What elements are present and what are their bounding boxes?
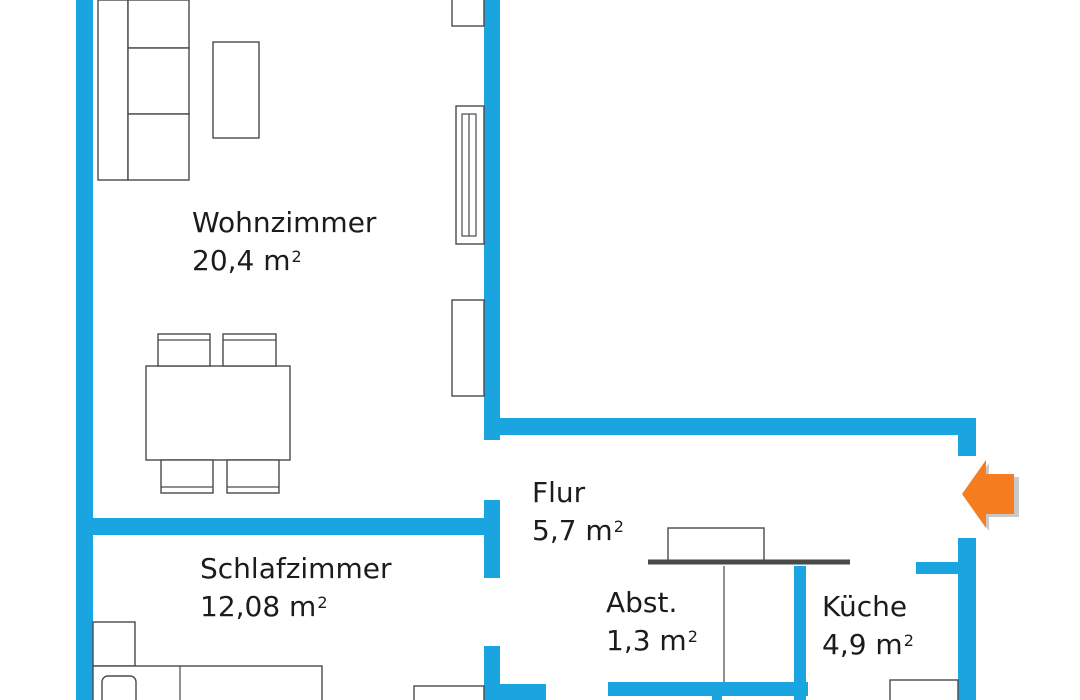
sofa-back <box>97 0 129 181</box>
room-name-schlafzimmer: Schlafzimmer <box>200 552 392 585</box>
wall-corridor-right-upper <box>958 418 976 456</box>
wall-bedroom-right-hook <box>484 684 546 700</box>
room-name-abstellraum: Abst. <box>606 586 678 619</box>
walls <box>76 0 976 700</box>
chair-top-right <box>222 333 277 367</box>
chair-bottom-left <box>160 459 214 494</box>
sofa-seat-1 <box>127 0 190 49</box>
furniture <box>92 0 959 700</box>
bedroom-pillow <box>101 675 137 700</box>
room-label-schlafzimmer: Schlafzimmer 12,08 m2 <box>200 550 391 626</box>
chair-bottom-right <box>226 459 280 494</box>
wall-storage-bottom <box>608 682 808 696</box>
entry-arrow-icon <box>962 460 1019 531</box>
wall-corridor-top <box>484 418 976 435</box>
room-area-exp-wohnzimmer: 2 <box>291 247 302 266</box>
wall-storage-right <box>794 566 806 700</box>
room-area-exp-flur: 2 <box>613 517 624 536</box>
room-area-value-abstellraum: 1,3 m <box>606 624 687 657</box>
room-area-schlafzimmer: 12,08 m2 <box>200 588 391 626</box>
sofa-seat-2 <box>127 47 190 115</box>
wall-bedroom-right-upper <box>484 500 500 578</box>
hall-sideboard <box>667 527 765 563</box>
room-area-exp-abstellraum: 2 <box>687 627 698 646</box>
dining-table <box>145 365 291 461</box>
room-label-kueche: Küche 4,9 m2 <box>822 588 914 664</box>
cabinet-top <box>451 0 485 27</box>
room-name-wohnzimmer: Wohnzimmer <box>192 206 377 239</box>
kitchen-counter <box>889 679 959 700</box>
chair-top-left <box>157 333 211 367</box>
wall-living-bedroom <box>76 518 500 535</box>
room-area-value-kueche: 4,9 m <box>822 628 903 661</box>
room-area-value-flur: 5,7 m <box>532 514 613 547</box>
room-label-abstellraum: Abst. 1,3 m2 <box>606 584 698 660</box>
room-area-exp-schlafzimmer: 2 <box>317 593 328 612</box>
wall-kitchen-top-stub <box>916 562 976 574</box>
room-area-flur: 5,7 m2 <box>532 512 624 550</box>
room-label-wohnzimmer: Wohnzimmer 20,4 m2 <box>192 204 376 280</box>
room-area-wohnzimmer: 20,4 m2 <box>192 242 376 280</box>
room-area-abstellraum: 1,3 m2 <box>606 622 698 660</box>
room-area-value-schlafzimmer: 12,08 m <box>200 590 317 623</box>
entry-arrow-shape <box>962 460 1014 528</box>
room-area-value-wohnzimmer: 20,4 m <box>192 244 291 277</box>
room-name-kueche: Küche <box>822 590 908 623</box>
wall-living-right <box>484 0 500 440</box>
side-cabinet <box>451 299 485 397</box>
room-name-flur: Flur <box>532 476 586 509</box>
coffee-table <box>212 41 260 139</box>
bedroom-nightstand <box>92 621 136 667</box>
wall-left-outer <box>76 0 93 700</box>
room-area-exp-kueche: 2 <box>903 631 914 650</box>
wall-storage-mid <box>712 682 722 700</box>
room-area-kueche: 4,9 m2 <box>822 626 914 664</box>
room-label-flur: Flur 5,7 m2 <box>532 474 624 550</box>
bedroom-cabinet <box>413 685 485 700</box>
sofa-seat-3 <box>127 113 190 181</box>
window-sill <box>455 105 485 245</box>
wall-kitchen-right <box>958 538 976 700</box>
